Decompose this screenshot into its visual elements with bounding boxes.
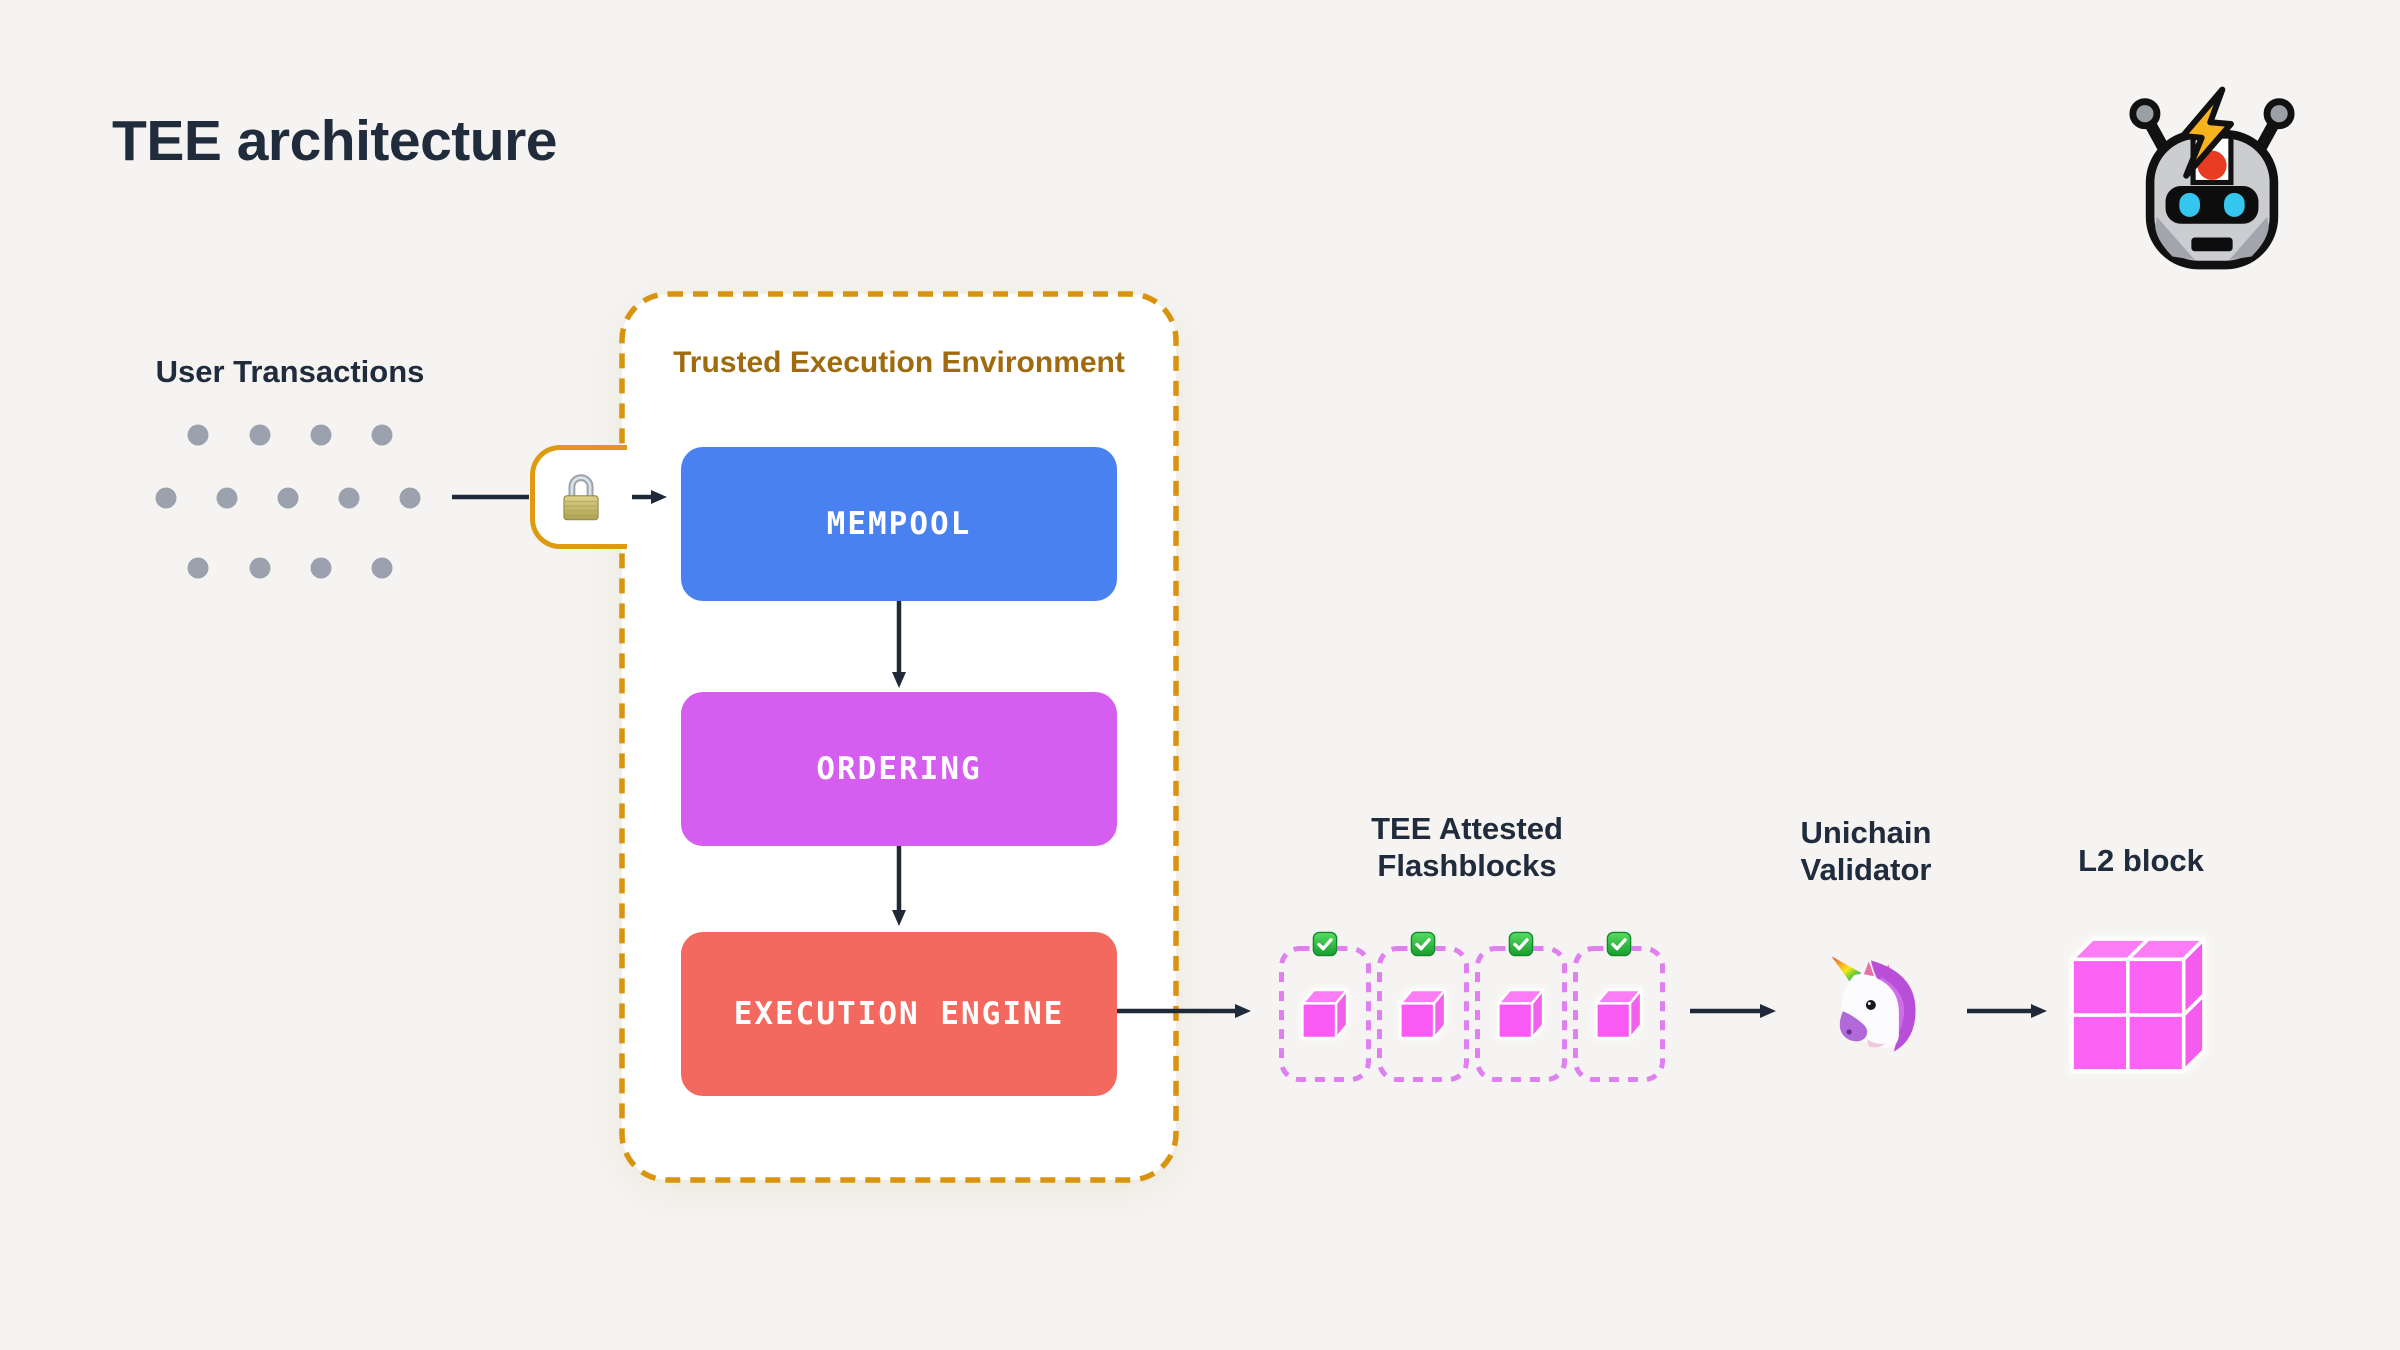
- verified-check-icon: [1312, 931, 1338, 957]
- unicorn-icon: [1831, 956, 1916, 1052]
- flashblocks-label-line1: TEE Attested: [1371, 811, 1563, 846]
- flashblocks-label: TEE Attested Flashblocks: [1317, 810, 1617, 884]
- tee-label: Trusted Execution Environment: [673, 346, 1125, 379]
- flashblock-cube-icon: [1301, 988, 1348, 1040]
- padlock-icon: [563, 474, 599, 521]
- verified-check-icon: [1508, 931, 1534, 957]
- page-title: TEE architecture: [112, 109, 558, 173]
- l2-block-label: L2 block: [2078, 843, 2204, 878]
- flashblocks-label-line2: Flashblocks: [1377, 848, 1557, 883]
- verified-check-icon: [1606, 931, 1632, 957]
- ordering-box: ORDERING: [681, 692, 1117, 846]
- flashblock-item: [1279, 928, 1371, 1082]
- unichain-validator-label-line2: Validator: [1800, 852, 1932, 887]
- l2-block-cube-icon: [2070, 937, 2206, 1073]
- flashbots-robot-icon: [2129, 86, 2295, 270]
- mempool-box: MEMPOOL: [681, 447, 1117, 601]
- unichain-validator-label: Unichain Validator: [1716, 814, 2016, 888]
- unichain-validator-label-line1: Unichain: [1800, 815, 1932, 850]
- verified-check-icon: [1410, 931, 1436, 957]
- user-transaction-dots: [155, 424, 421, 579]
- flashblock-cube-icon: [1595, 988, 1642, 1040]
- flashblock-item: [1573, 928, 1665, 1082]
- flashblock-cube-icon: [1399, 988, 1446, 1040]
- execution-engine-box: EXECUTION ENGINE: [681, 932, 1117, 1096]
- tee-encrypted-input-port: [530, 445, 627, 549]
- flashblock-cube-icon: [1497, 988, 1544, 1040]
- flashblock-item: [1475, 928, 1567, 1082]
- user-transactions-label: User Transactions: [155, 354, 425, 389]
- flashblock-item: [1377, 928, 1469, 1082]
